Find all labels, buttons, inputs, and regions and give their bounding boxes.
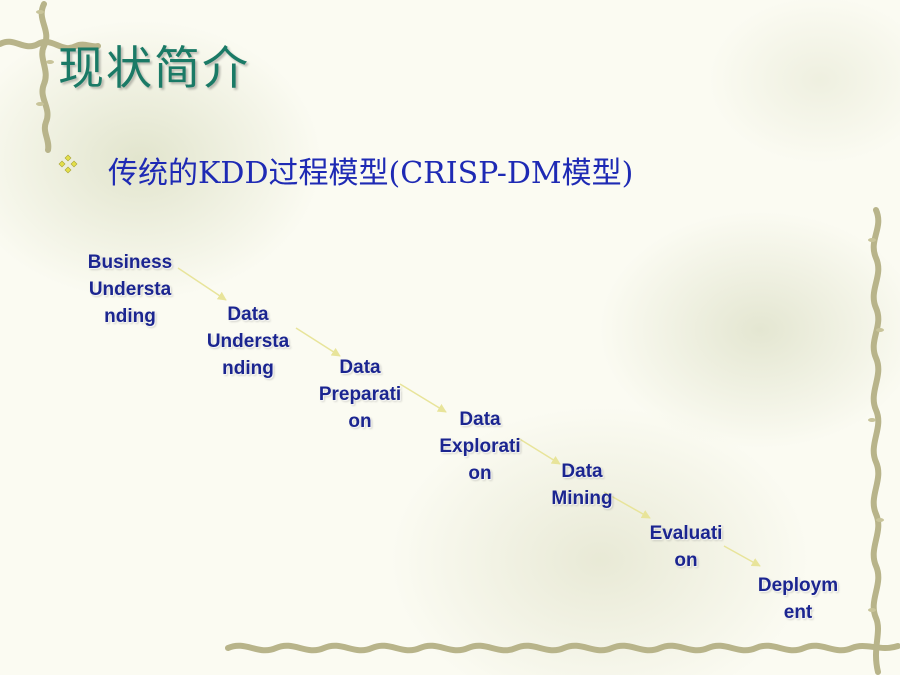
step-data-preparation: Data Preparati on (318, 357, 402, 432)
step-evaluation: Evaluati on (649, 523, 723, 571)
arrow-1 (177, 267, 227, 301)
step-data-understanding: Data Understa nding (206, 304, 290, 379)
bullet-text: 传统的KDD过程模型(CRISP-DM模型) (108, 156, 634, 191)
step-data-exploration: Data Explorati on (439, 409, 521, 484)
arrow-4 (517, 437, 561, 465)
step-business-understanding: Business Understa nding (87, 252, 173, 327)
arrow-3 (399, 383, 447, 413)
diamond-cluster-icon (58, 154, 78, 174)
arrow-6 (723, 545, 761, 567)
step-data-mining: Data Mining (551, 461, 613, 509)
slide-title: 现状简介 (58, 41, 250, 95)
arrow-2 (295, 327, 341, 357)
step-deployment: Deploym ent (757, 575, 839, 623)
arrow-5 (603, 491, 651, 519)
